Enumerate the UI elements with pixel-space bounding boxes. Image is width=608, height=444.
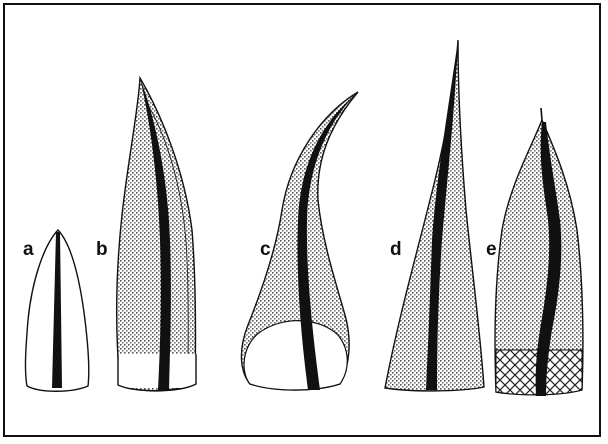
label-a: a (23, 240, 34, 259)
leaf-b-base (118, 354, 197, 388)
leaf-c (241, 92, 358, 390)
leaf-b-blade (117, 78, 196, 391)
label-e: e (486, 240, 497, 259)
label-d: d (390, 240, 402, 259)
leaf-a (25, 230, 88, 391)
label-b: b (96, 240, 108, 259)
label-c: c (260, 240, 271, 259)
leaf-d (385, 40, 484, 391)
leaf-e (495, 108, 583, 396)
leaf-b (117, 78, 197, 391)
leaf-e-apex (541, 108, 542, 120)
